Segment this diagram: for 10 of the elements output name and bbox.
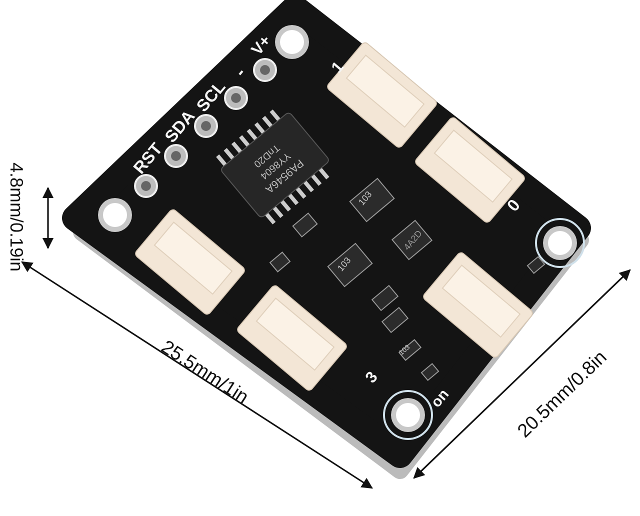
- pin-label: SCL: [194, 78, 228, 114]
- port-label: 0: [504, 196, 523, 214]
- port-label: 1: [328, 59, 347, 77]
- pin-label: -: [231, 64, 249, 80]
- part-marking: 103: [356, 189, 374, 207]
- port-label: 3: [362, 369, 381, 387]
- pin-label: V+: [249, 33, 275, 59]
- part-marking: 103: [336, 255, 352, 273]
- dimension-label: 4.8mm/0.19in: [7, 162, 26, 272]
- port-label: on: [428, 386, 452, 410]
